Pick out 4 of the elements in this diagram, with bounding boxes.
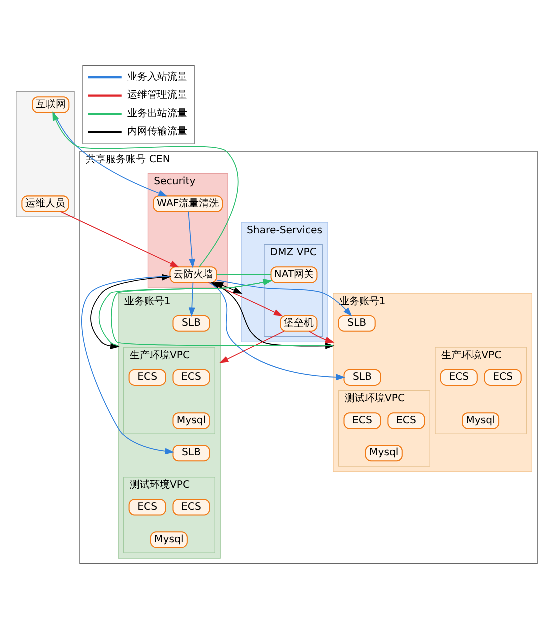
legend-label: 运维管理流量 [127,90,188,102]
legend-label: 业务出站流量 [127,108,188,120]
legend-label: 业务入站流量 [127,72,188,83]
legend-label: 内网传输流量 [127,126,188,138]
